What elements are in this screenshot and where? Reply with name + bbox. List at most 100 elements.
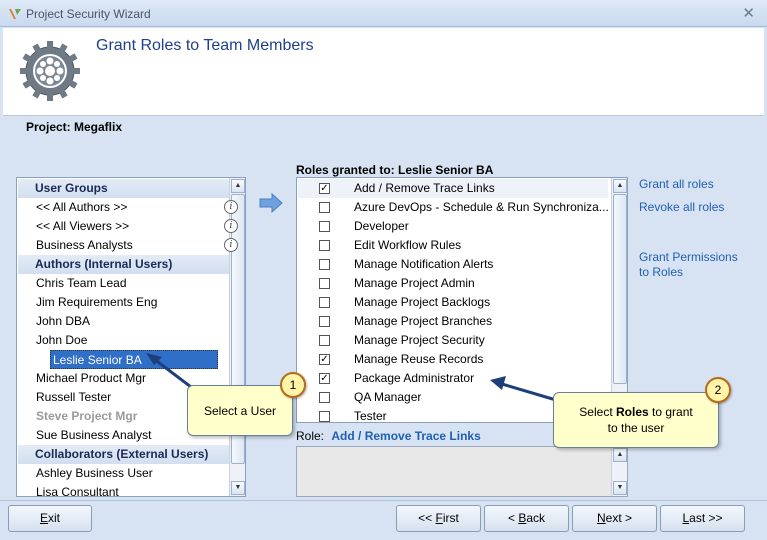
user-list-item[interactable]: Steve Project Mgr	[36, 409, 138, 423]
role-label: Developer	[354, 219, 409, 233]
role-item[interactable]: Manage Project Backlogs	[298, 293, 608, 312]
scroll-up-icon[interactable]: ▲	[613, 448, 627, 462]
callout-select-roles: Select Roles to grant to the user	[553, 392, 719, 448]
last-label: ast >>	[689, 511, 723, 525]
role-label: Manage Reuse Records	[354, 352, 484, 366]
callout-pointer-icon	[146, 353, 196, 392]
role-item[interactable]: Manage Project Branches	[298, 312, 608, 331]
next-accel: N	[596, 511, 606, 525]
user-list-item[interactable]: Lisa Consultant	[36, 485, 119, 497]
checkbox-icon[interactable]	[319, 392, 330, 403]
window-title: Project Security Wizard	[26, 7, 151, 21]
user-list-item[interactable]: Jim Requirements Eng	[36, 295, 158, 309]
user-list-item[interactable]: Leslie Senior BA	[50, 350, 218, 369]
first-label: irst	[442, 511, 459, 525]
back-button[interactable]: < Back	[484, 505, 569, 532]
checkbox-icon[interactable]	[319, 316, 330, 327]
grant-permissions-link-line2[interactable]: to Roles	[639, 265, 684, 279]
checkbox-icon[interactable]	[319, 335, 330, 346]
role-label: Azure DevOps - Schedule & Run Synchroniz…	[354, 200, 608, 214]
role-item[interactable]: Azure DevOps - Schedule & Run Synchroniz…	[298, 198, 608, 217]
last-button[interactable]: Last >>	[660, 505, 745, 532]
user-group-header[interactable]: Authors (Internal Users)	[18, 255, 229, 274]
role-item[interactable]: ✓ Package Administrator	[298, 369, 608, 388]
user-list-item[interactable]: << All Viewers >>	[36, 219, 130, 233]
page-title: Grant Roles to Team Members	[96, 37, 314, 54]
user-list-item[interactable]: John DBA	[36, 314, 91, 328]
user-group-header[interactable]: Collaborators (External Users)	[18, 445, 229, 464]
role-item[interactable]: ✓ Manage Reuse Records	[298, 350, 608, 369]
info-icon[interactable]: i	[224, 200, 238, 214]
scroll-up-icon[interactable]: ▲	[613, 179, 627, 193]
close-icon[interactable]: ✕	[742, 5, 755, 22]
role-item[interactable]: Edit Workflow Rules	[298, 236, 608, 255]
checkbox-icon[interactable]	[319, 411, 330, 422]
checkbox-icon[interactable]	[319, 278, 330, 289]
description-scrollbar[interactable]: ▲ ▼	[611, 447, 627, 496]
role-item[interactable]: ✓ Add / Remove Trace Links	[298, 179, 608, 198]
checkbox-checked-icon[interactable]: ✓	[319, 373, 330, 384]
grant-permissions-link[interactable]: Grant Permissions	[639, 250, 738, 264]
scroll-down-icon[interactable]: ▼	[231, 481, 245, 495]
user-list-item[interactable]: Ashley Business User	[36, 466, 153, 480]
next-button[interactable]: Next >	[572, 505, 657, 532]
user-list-item[interactable]: Michael Product Mgr	[36, 371, 147, 385]
exit-accel: E	[39, 511, 48, 525]
arrow-right-icon	[259, 193, 283, 213]
role-detail-label: Role:	[296, 429, 325, 443]
step-badge-2: 2	[705, 377, 731, 403]
grant-all-roles-link[interactable]: Grant all roles	[639, 177, 714, 191]
user-list-item[interactable]: Sue Business Analyst	[36, 428, 152, 442]
user-list[interactable]: ▲ ▼ User Groups i << All Authors >> i << All…	[16, 177, 246, 497]
first-button[interactable]: << First	[396, 505, 481, 532]
role-label: Add / Remove Trace Links	[354, 181, 495, 195]
role-label: Edit Workflow Rules	[354, 238, 462, 252]
step-badge-1: 1	[280, 372, 306, 398]
role-item[interactable]: Developer	[298, 217, 608, 236]
role-item[interactable]: Manage Notification Alerts	[298, 255, 608, 274]
title-bar: Project Security Wizard ✕	[0, 0, 767, 27]
user-list-item[interactable]: Russell Tester	[36, 390, 112, 404]
role-item[interactable]: QA Manager	[298, 388, 608, 407]
role-item[interactable]: Tester	[298, 407, 608, 422]
role-label: Manage Project Branches	[354, 314, 493, 328]
scroll-thumb[interactable]	[613, 194, 627, 384]
callout-text: Select a User	[203, 404, 277, 418]
exit-button[interactable]: Exit	[8, 505, 92, 532]
callout-text-pre: Select	[579, 405, 616, 419]
scroll-up-icon[interactable]: ▲	[231, 179, 245, 193]
user-list-item[interactable]: John Doe	[36, 333, 88, 347]
checkbox-icon[interactable]	[319, 259, 330, 270]
role-detail: Role: Add / Remove Trace Links	[296, 429, 481, 443]
scroll-down-icon[interactable]: ▼	[613, 481, 627, 495]
checkbox-icon[interactable]	[319, 202, 330, 213]
info-icon[interactable]: i	[224, 238, 238, 252]
revoke-all-roles-link[interactable]: Revoke all roles	[639, 200, 725, 214]
callout-text-bold: Roles	[615, 405, 649, 419]
checkbox-checked-icon[interactable]: ✓	[319, 183, 330, 194]
checkbox-icon[interactable]	[319, 240, 330, 251]
back-label: ack	[526, 511, 546, 525]
callout-select-user: Select a User	[187, 385, 293, 436]
back-label-pre: <	[507, 511, 519, 525]
user-list-item[interactable]: Chris Team Lead	[36, 276, 127, 290]
role-item[interactable]: Manage Project Admin	[298, 274, 608, 293]
project-label: Project: Megaflix	[26, 120, 123, 134]
gear-icon	[20, 41, 80, 101]
checkbox-icon[interactable]	[319, 297, 330, 308]
first-label-pre: <<	[418, 511, 436, 525]
role-label: QA Manager	[354, 390, 422, 404]
callout-text-line2: to the user	[607, 421, 665, 435]
exit-label: xit	[48, 511, 60, 525]
user-group-header[interactable]: User Groups	[18, 179, 229, 198]
checkbox-checked-icon[interactable]: ✓	[319, 354, 330, 365]
role-item[interactable]: Manage Project Security	[298, 331, 608, 350]
user-list-item[interactable]: << All Authors >>	[36, 200, 128, 214]
role-label: Package Administrator	[354, 371, 475, 385]
role-label: Manage Project Security	[354, 333, 485, 347]
user-list-item[interactable]: Business Analysts	[36, 238, 133, 252]
checkbox-icon[interactable]	[319, 221, 330, 232]
info-icon[interactable]: i	[224, 219, 238, 233]
roles-list-scrollbar[interactable]: ▲ ▼	[611, 178, 627, 422]
